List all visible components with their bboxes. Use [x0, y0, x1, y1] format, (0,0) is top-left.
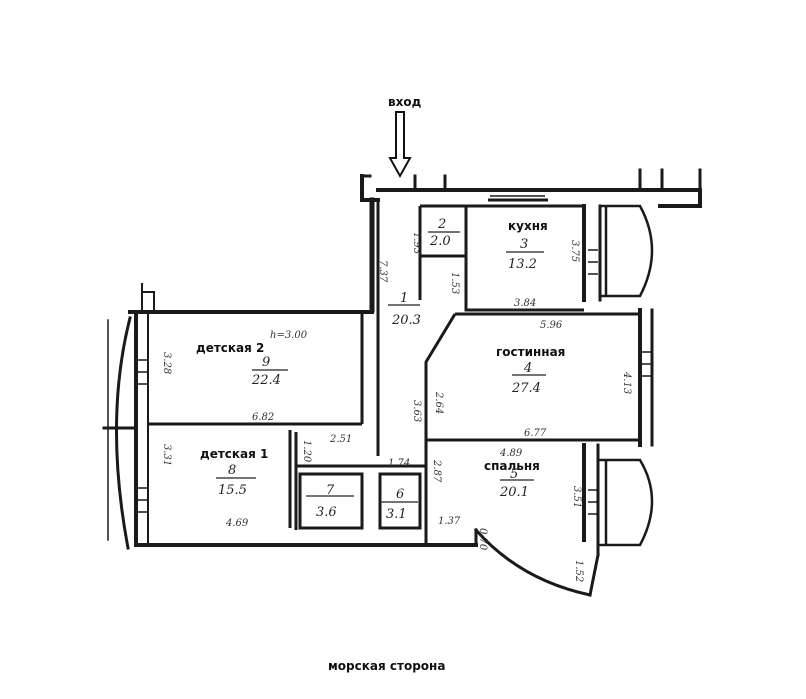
dim-0-70: 0.70: [477, 528, 488, 551]
dim-1-52: 1.52: [573, 560, 584, 582]
room-3-area: 13.2: [508, 257, 537, 272]
dim-5-96: 5.96: [540, 320, 563, 331]
room-8-area: 15.5: [218, 483, 247, 498]
dim-7-37: 7.37: [377, 260, 388, 283]
entrance-label: вход: [388, 95, 422, 109]
room-1-area: 20.3: [391, 313, 421, 328]
room-4-name: гостинная: [496, 345, 565, 359]
room-2-number: 2: [437, 217, 446, 232]
entrance-arrow-icon: [388, 111, 412, 179]
room-8-number: 8: [228, 463, 236, 478]
dim-6-77: 6.77: [524, 428, 547, 439]
dim-1-93: 1.93: [411, 232, 422, 254]
dim-3-63: 3.63: [411, 400, 422, 422]
dim-4-89: 4.89: [499, 448, 523, 459]
room-8-name: детская 1: [200, 447, 268, 461]
area-bars: [216, 231, 546, 503]
dim-1-53: 1.53: [449, 272, 460, 294]
room-4-number: 4: [523, 361, 532, 376]
ceiling-height-note: h=3.00: [270, 330, 308, 341]
dim-2-64: 2.64: [433, 391, 444, 414]
dim-6-82: 6.82: [252, 412, 274, 423]
dim-4-69: 4.69: [225, 518, 249, 529]
room-9-name: детская 2: [196, 341, 264, 355]
dim-3-31: 3.31: [161, 444, 172, 466]
windows: [138, 195, 652, 515]
sea-side-caption: морская сторона: [328, 659, 445, 673]
dim-1-20: 1.20: [301, 440, 312, 463]
room-7-area: 3.6: [316, 505, 337, 520]
room-4-area: 27.4: [511, 381, 541, 396]
room-6-number: 6: [396, 487, 404, 502]
room-3-name: кухня: [508, 219, 548, 233]
room-2-area: 2.0: [429, 234, 451, 249]
room-6-area: 3.1: [386, 507, 407, 522]
dim-3-51: 3.51: [571, 486, 582, 508]
dim-1-37: 1.37: [438, 516, 461, 527]
room-7-number: 7: [326, 483, 335, 498]
room-9-area: 22.4: [251, 373, 281, 388]
dim-3-28: 3.28: [161, 352, 172, 374]
room-9-number: 9: [262, 355, 270, 370]
room-5-area: 20.1: [499, 485, 529, 500]
dim-3-84: 3.84: [514, 298, 536, 309]
dim-2-51: 2.51: [329, 434, 352, 445]
balconies: [598, 204, 654, 547]
dim-4-13: 4.13: [621, 371, 632, 394]
dim-2-87: 2.87: [431, 459, 442, 483]
room-5-number: 5: [510, 467, 518, 482]
dim-3-75: 3.75: [569, 240, 580, 262]
room-5-name: спальня: [484, 459, 540, 473]
interior-walls: [148, 200, 640, 545]
exterior-walls: [102, 168, 702, 597]
room-1-number: 1: [400, 291, 408, 306]
room-3-number: 3: [520, 237, 528, 252]
dim-1-74: 1.74: [388, 458, 410, 469]
